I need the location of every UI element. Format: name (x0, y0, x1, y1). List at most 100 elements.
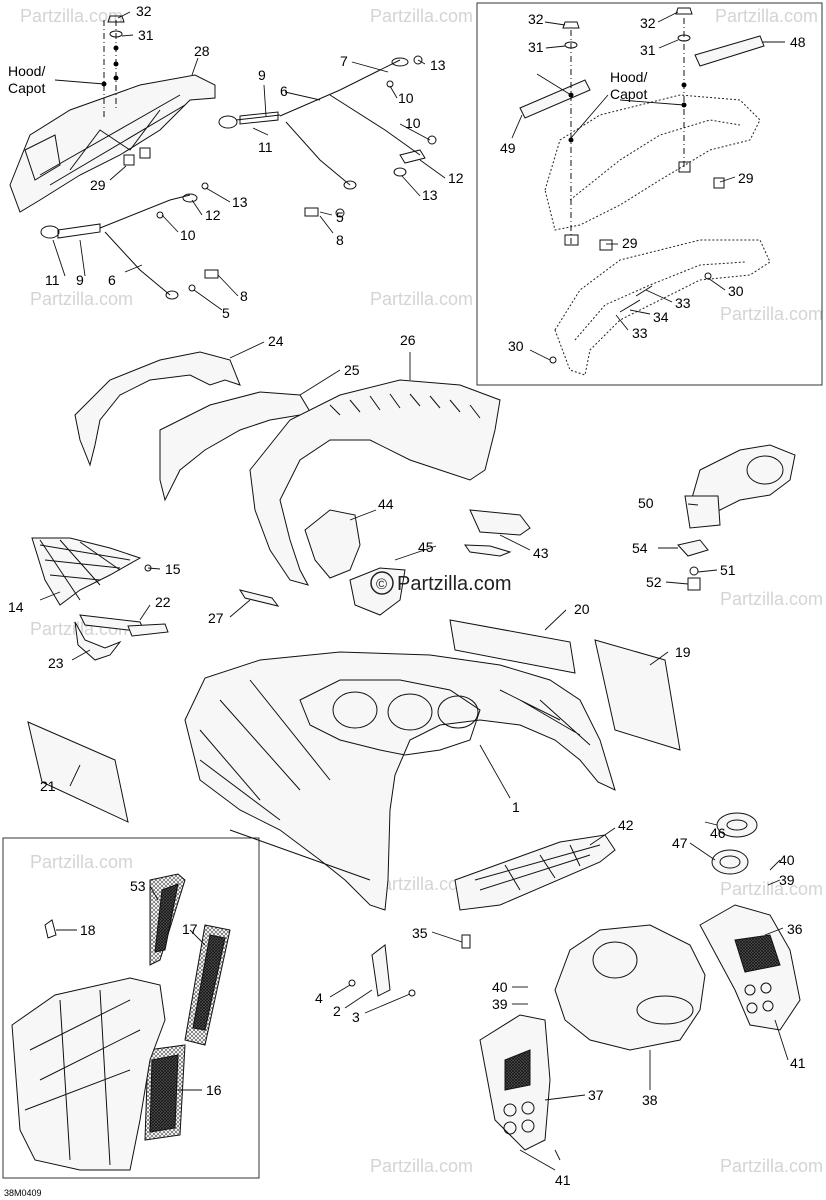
callout-37: 37 (588, 1087, 604, 1103)
callout-7: 7 (340, 53, 348, 69)
cover-parts-36-38 (479, 904, 801, 1151)
vent-parts-right (677, 444, 796, 591)
seal-parts-24-26 (74, 351, 501, 586)
callout-29b: 29 (738, 170, 754, 186)
callout-16: 16 (206, 1082, 222, 1098)
cable-assembly-upper (218, 55, 437, 218)
inset-box-top-right (476, 2, 823, 386)
watermark-tile: Partzilla.com (30, 289, 133, 309)
callout-13: 13 (430, 57, 446, 73)
diagram-code: 38M0409 (4, 1188, 42, 1198)
callout-54: 54 (632, 540, 648, 556)
svg-text:©: © (376, 576, 387, 593)
watermark-tile: Partzilla.com (720, 304, 823, 324)
callout-29: 29 (90, 177, 106, 193)
callout-2: 2 (333, 1003, 341, 1019)
callout-28: 28 (194, 43, 210, 59)
callout-11: 11 (258, 139, 273, 155)
callout-3: 3 (352, 1009, 360, 1025)
small-seal-parts (74, 589, 280, 661)
hood-label-left: Hood/ Capot (8, 63, 45, 96)
callout-33b: 33 (632, 325, 648, 341)
watermark-tile: Partzilla.com (20, 6, 123, 26)
callout-8b: 8 (240, 288, 248, 304)
callout-51: 51 (720, 562, 736, 578)
foam-pads (27, 619, 681, 823)
callout-labels: 32 31 28 29 9 6 7 13 10 11 10 12 13 5 8 … (4, 3, 806, 1198)
callout-45: 45 (418, 539, 434, 555)
callout-13c: 13 (232, 194, 248, 210)
watermark-tile: Partzilla.com (715, 6, 818, 26)
callout-49: 49 (500, 140, 516, 156)
callout-10c: 10 (180, 227, 196, 243)
part-14-deflector (31, 537, 152, 606)
callout-12: 12 (448, 170, 464, 186)
watermark-tile: Partzilla.com (720, 879, 823, 899)
part-2-clip (348, 944, 416, 997)
callout-5: 5 (336, 209, 344, 225)
callout-31b: 31 (528, 39, 544, 55)
callout-36: 36 (787, 921, 803, 937)
callout-34: 34 (653, 309, 669, 325)
callout-25: 25 (344, 362, 360, 378)
callout-6: 6 (280, 83, 288, 99)
callout-10b: 10 (405, 115, 421, 131)
watermark-main-text: Partzilla.com (397, 573, 511, 595)
hood-label-line2: Capot (8, 80, 45, 96)
callout-40: 40 (779, 852, 795, 868)
callout-30b: 30 (508, 338, 524, 354)
callout-52: 52 (646, 574, 662, 590)
part-1-console (184, 651, 616, 911)
hood-label-line1: Hood/ (610, 69, 647, 85)
callout-24: 24 (268, 333, 284, 349)
inset-box-bottom-left (2, 837, 260, 1179)
callout-9: 9 (258, 67, 266, 83)
center-small-parts (304, 509, 531, 616)
callout-50: 50 (638, 495, 654, 511)
callout-6b: 6 (108, 272, 116, 288)
callout-31c: 31 (640, 42, 656, 58)
callout-8: 8 (336, 232, 344, 248)
callout-1: 1 (512, 799, 520, 815)
watermark-tile: Partzilla.com (30, 852, 133, 872)
callout-5b: 5 (222, 305, 230, 321)
callout-21: 21 (40, 778, 56, 794)
callout-17: 17 (182, 921, 198, 937)
watermark-tile: Partzilla.com (720, 589, 823, 609)
callout-42: 42 (618, 817, 634, 833)
inset-bottom-left-parts (11, 873, 231, 1171)
leader-lines (39, 11, 789, 1171)
watermark-tile: Partzilla.com (370, 289, 473, 309)
hood-label-line2: Capot (610, 86, 647, 102)
callout-48: 48 (790, 34, 806, 50)
callout-19: 19 (675, 644, 691, 660)
callout-11b: 11 (45, 272, 60, 288)
callout-47: 47 (672, 835, 688, 851)
callout-35: 35 (412, 925, 428, 941)
callout-15: 15 (165, 561, 181, 577)
callout-4: 4 (315, 990, 323, 1006)
callout-32b: 32 (528, 11, 544, 27)
watermark-tile: Partzilla.com (720, 1156, 823, 1176)
callout-46: 46 (710, 825, 726, 841)
callout-29c: 29 (622, 235, 638, 251)
callout-43: 43 (533, 545, 549, 561)
callout-10: 10 (398, 90, 414, 106)
callout-44: 44 (378, 496, 394, 512)
callout-22: 22 (155, 594, 171, 610)
callout-41: 41 (790, 1055, 806, 1071)
callout-27: 27 (208, 610, 224, 626)
hood-label-line1: Hood/ (8, 63, 45, 79)
part-42-panel (454, 834, 616, 949)
callout-26: 26 (400, 332, 416, 348)
callout-39b: 39 (492, 996, 508, 1012)
callout-12b: 12 (205, 207, 221, 223)
callout-39: 39 (779, 872, 795, 888)
cable-assembly-lower (40, 182, 219, 300)
watermark-tile: Partzilla.com (370, 6, 473, 26)
callout-14: 14 (8, 599, 24, 615)
callout-40b: 40 (492, 979, 508, 995)
rings-46-47 (711, 812, 758, 875)
watermark-tile: Partzilla.com (370, 1156, 473, 1176)
